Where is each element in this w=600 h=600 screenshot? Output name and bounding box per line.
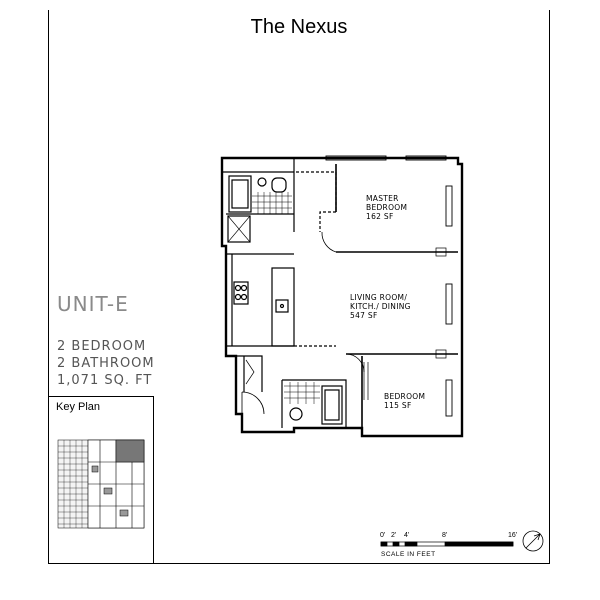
building-title: The Nexus (250, 16, 348, 38)
master-bedroom-wall (335, 164, 458, 253)
range (233, 281, 249, 305)
room-label-living: LIVING ROOM/ KITCH./ DINING 547 SF (350, 293, 411, 320)
tub-upper-inner (231, 179, 249, 209)
room-label-bedroom: BEDROOM 115 SF (384, 392, 426, 410)
lower-bath-wall (281, 379, 347, 428)
key-plan-box (48, 396, 154, 564)
scale-tick: 2' (391, 532, 397, 539)
upper-bath-wall (222, 158, 295, 232)
key-plan-map (57, 439, 145, 529)
unit-name: UNIT-E (57, 292, 129, 316)
scale-caption: SCALE IN FEET (381, 551, 436, 558)
toilet-lower (289, 407, 303, 421)
scale-tick: 0' (380, 532, 386, 539)
room-label-master: MASTER BEDROOM 162 SF (366, 194, 408, 221)
bedroom-wall (346, 353, 458, 428)
floor-plan (220, 155, 464, 438)
unit-bedrooms: 2 BEDROOM (57, 339, 147, 354)
entry-door (241, 391, 265, 415)
scale-tick: 4' (404, 532, 410, 539)
duct-bedroom (435, 349, 447, 359)
duct-master (435, 247, 447, 257)
north-arrow (522, 530, 544, 552)
shower-tiles (252, 192, 292, 214)
sink-drain (279, 303, 285, 309)
linen-closet (227, 215, 251, 243)
bedroom-closet (363, 362, 369, 400)
drawing-sheet-border (48, 10, 550, 564)
master-door (321, 231, 337, 253)
kitchen-island (271, 267, 295, 347)
windows (325, 155, 453, 417)
unit-area: 1,071 SQ. FT (57, 373, 153, 388)
scale-tick: 8' (442, 532, 448, 539)
tub-lower (321, 385, 343, 425)
unit-info: 2 BEDROOM 2 BATHROOM 1,071 SQ. FT (57, 338, 155, 389)
toilet-upper (271, 177, 287, 193)
sink-upper (257, 177, 267, 187)
scale-tick: 16' (508, 532, 518, 539)
entry-closet (236, 355, 263, 392)
kitchen-sink (275, 299, 289, 313)
unit-bathrooms: 2 BATHROOM (57, 356, 155, 371)
key-plan-label: Key Plan (56, 401, 101, 413)
master-closet (296, 171, 337, 232)
key-plan-highlight (115, 439, 145, 463)
scale-bar (380, 541, 514, 547)
exterior-wall (220, 156, 464, 438)
tub-upper (228, 175, 252, 213)
